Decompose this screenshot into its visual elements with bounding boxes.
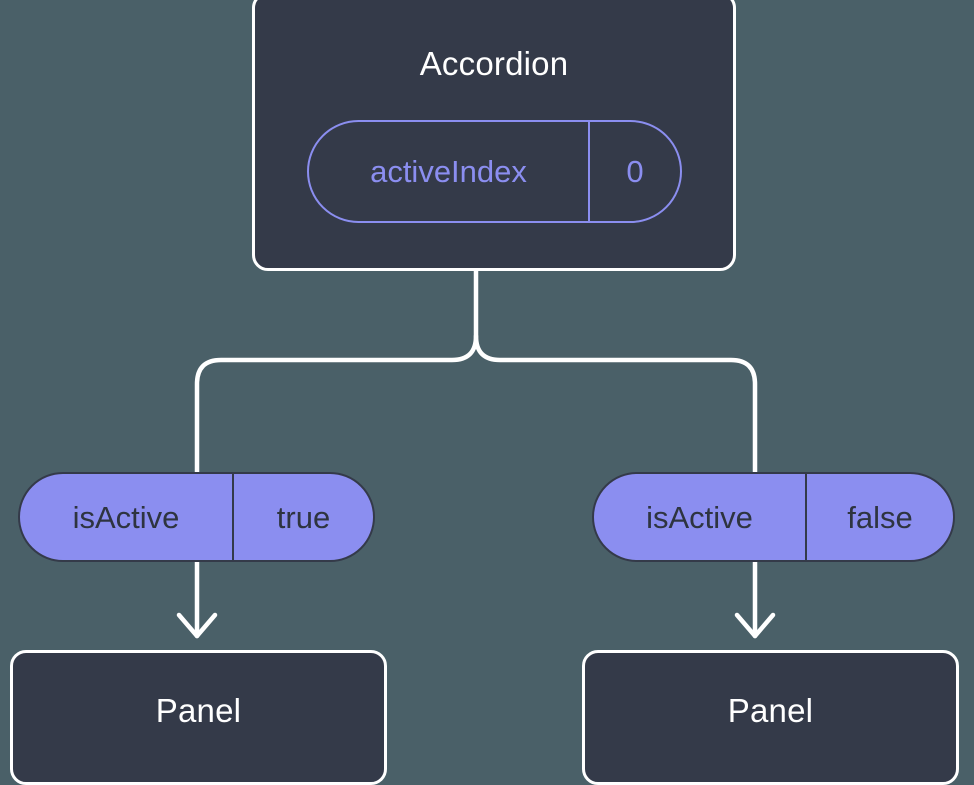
prop-chip-is-active-false[interactable]: isActive false — [592, 472, 955, 562]
prop-chip-active-index-value: 0 — [588, 122, 680, 221]
arrow-right-head-icon — [734, 612, 776, 639]
connector-fork-branch-right — [473, 333, 758, 475]
node-panel-right-title: Panel — [727, 692, 814, 729]
node-panel-left-title: Panel — [155, 692, 242, 729]
node-accordion-title: Accordion — [419, 45, 569, 82]
prop-chip-is-active-true-value: true — [232, 474, 373, 560]
prop-chip-active-index[interactable]: activeIndex 0 — [307, 120, 682, 223]
prop-chip-is-active-true-key: isActive — [72, 499, 180, 535]
prop-chip-is-active-true[interactable]: isActive true — [18, 472, 375, 562]
node-panel-left[interactable]: Panel — [10, 650, 387, 785]
arrow-left-head-icon — [176, 612, 218, 639]
prop-chip-is-active-false-key: isActive — [646, 499, 753, 535]
node-panel-right[interactable]: Panel — [582, 650, 959, 785]
connector-fork-stem — [194, 266, 479, 475]
prop-chip-active-index-key: activeIndex — [370, 154, 527, 189]
prop-chip-is-active-false-value: false — [805, 474, 953, 560]
